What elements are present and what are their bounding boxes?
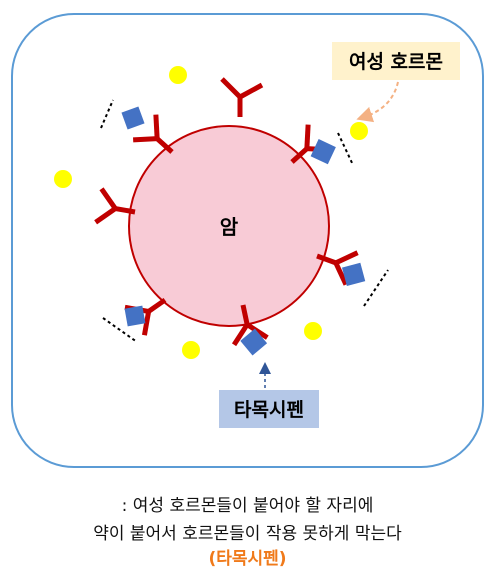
caption-line-2: 약이 붙어서 호르몬들이 작용 못하게 막는다 bbox=[93, 524, 402, 544]
drug-molecules bbox=[121, 106, 366, 356]
motion-marks bbox=[100, 99, 389, 343]
drug-square bbox=[124, 305, 146, 327]
caption-line-3: (타목시펜) bbox=[208, 549, 287, 569]
female-hormone-label: 여성 호르몬 bbox=[349, 51, 443, 73]
caption-line-1: : 여성 호르몬들이 붙어야 할 자리에 bbox=[121, 496, 374, 516]
drug-square bbox=[341, 262, 366, 286]
receptors bbox=[94, 77, 359, 347]
female-hormone-arrow bbox=[356, 81, 399, 123]
hormones bbox=[54, 66, 368, 359]
cancer-label: 암 bbox=[220, 215, 239, 239]
drug-square bbox=[121, 106, 145, 130]
hormone-dot bbox=[350, 122, 368, 140]
receptor bbox=[220, 77, 264, 117]
tamoxifen-label-box bbox=[219, 390, 319, 428]
hormone-dot bbox=[54, 170, 72, 188]
hormone-dot bbox=[304, 322, 322, 340]
drug-square bbox=[240, 328, 268, 356]
receptor bbox=[316, 250, 359, 286]
female-hormone-label-box bbox=[332, 42, 460, 80]
tamoxifen-label: 타목시펜 bbox=[234, 399, 304, 421]
hormone-dot bbox=[169, 66, 187, 84]
drug-square bbox=[310, 139, 336, 165]
cancer-cell bbox=[128, 125, 330, 327]
hormone-dot bbox=[182, 341, 200, 359]
diagram-canvas: 암 bbox=[11, 13, 484, 468]
receptor bbox=[94, 187, 136, 225]
receptor bbox=[132, 114, 174, 154]
receptor bbox=[231, 304, 269, 347]
